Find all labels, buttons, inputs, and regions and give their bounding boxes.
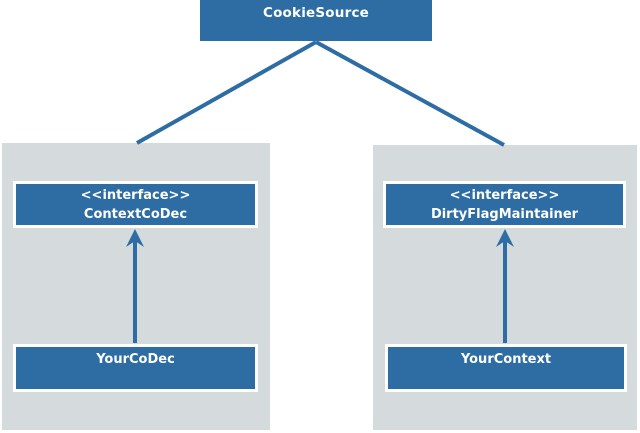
dirtyflagmaintainer-name: DirtyFlagMaintainer: [430, 206, 579, 222]
contextcodec-name: ContextCoDec: [83, 206, 188, 222]
dirtyflagmaintainer-interface-box: <<interface>> DirtyFlagMaintainer: [383, 181, 626, 228]
yourcontext-label: YourContext: [460, 352, 552, 367]
yourcodec-label: YourCoDec: [96, 352, 175, 367]
yourcodec-class-box: YourCoDec: [13, 344, 258, 392]
generalization-line-right: [315, 40, 505, 147]
dirtyflagmaintainer-stereotype: <<interface>>: [449, 187, 560, 203]
contextcodec-stereotype: <<interface>>: [80, 187, 191, 203]
cookiesource-label: CookieSource: [262, 5, 370, 21]
cookiesource-class-box: CookieSource: [200, 0, 432, 41]
yourcontext-class-box: YourContext: [385, 344, 627, 392]
contextcodec-interface-box: <<interface>> ContextCoDec: [13, 181, 258, 228]
generalization-line-left: [136, 40, 317, 145]
